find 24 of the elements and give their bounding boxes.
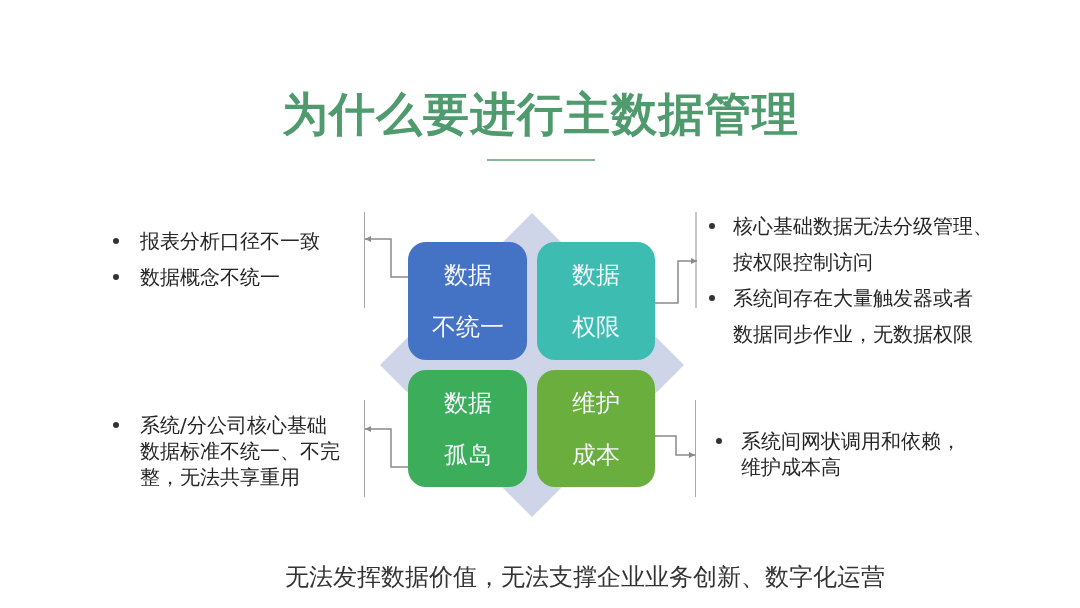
rounded-box	[537, 370, 655, 487]
box-label: 权限	[572, 312, 620, 342]
elbow-arrow	[364, 236, 409, 278]
bullet-text: 核心基础数据无法分级管理、按权限控制访问	[733, 213, 994, 276]
rounded-box	[408, 242, 527, 360]
rounded-box	[408, 370, 527, 487]
box-label: 数据	[572, 260, 620, 290]
title: 为什么要进行主数据管理	[281, 86, 799, 142]
box-label: 数据	[443, 387, 492, 418]
box-label: 不统一	[431, 312, 504, 342]
rounded-box	[537, 242, 655, 360]
bullet-text: 报表分析口径不一致	[140, 228, 321, 255]
bullet-text: 系统间存在大量触发器或者数据同步作业，无数据权限	[733, 285, 974, 348]
elbow-arrow	[364, 426, 409, 468]
box-label: 维护	[572, 387, 620, 418]
conclusion-text: 无法发挥数据价值，无法支撑企业业务创新、数字化运营	[285, 562, 885, 592]
bullet-text: 系统/分公司核心基础数据标准不统一、不完整，无法共享重用	[140, 412, 341, 490]
bullet-text: 数据概念不统一	[140, 264, 281, 291]
elbow-arrow	[654, 258, 698, 304]
box-label: 数据	[443, 260, 492, 290]
box-label: 孤岛	[443, 439, 492, 470]
box-label: 成本	[572, 439, 620, 470]
bullet-text: 系统间网状调用和依赖，维护成本高	[741, 428, 962, 480]
elbow-arrow	[654, 435, 696, 458]
